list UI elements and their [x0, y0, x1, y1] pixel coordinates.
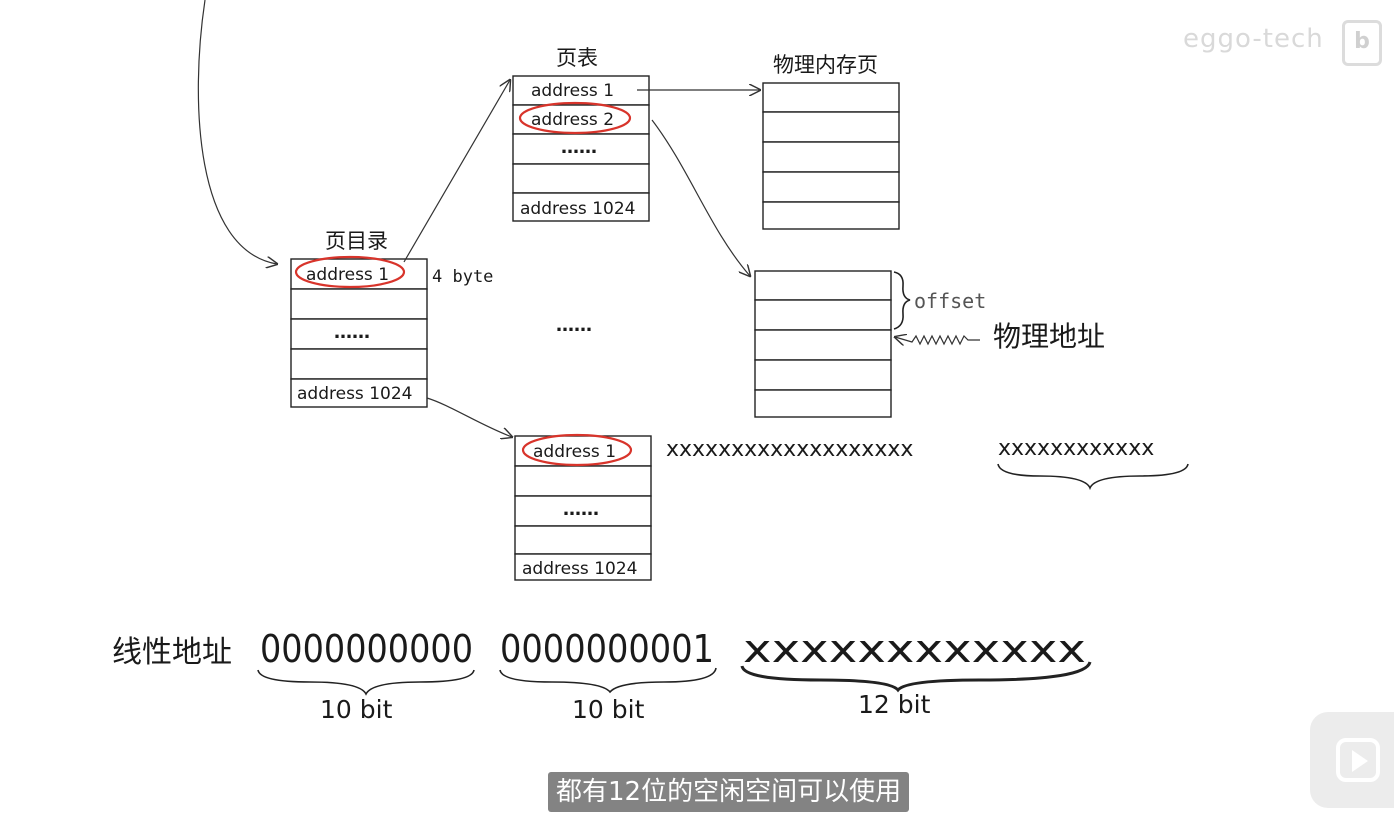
segment-2-brace: [499, 667, 717, 694]
pd-cell-2: [290, 288, 428, 320]
xs-right-brace: [997, 463, 1189, 491]
physical-address-label: 物理地址: [993, 320, 1105, 353]
page-table-2: address 1 …… address 1024: [514, 433, 652, 581]
xs-left: xxxxxxxxxxxxxxxxxxx: [666, 437, 913, 462]
mem-cell-1: [754, 270, 892, 301]
mem-cell-4: [754, 359, 892, 391]
segment-2-width: 10 bit: [572, 695, 645, 724]
entry-size-label: 4 byte: [432, 267, 493, 287]
pt2-highlight-circle: [521, 433, 633, 467]
pt2-entry-5: address 1024: [522, 559, 637, 579]
middle-ellipsis: ……: [556, 315, 592, 336]
pd-cell-5: [290, 378, 428, 408]
pd-highlight-circle: [294, 255, 406, 289]
segment-3-width: 12 bit: [858, 690, 931, 719]
pd-entry-3: ……: [334, 322, 370, 343]
play-button[interactable]: [1310, 712, 1394, 808]
pt2-cell-5: [514, 553, 652, 581]
linear-address: 线性地址 0000000000 10 bit 0000000001 10 bit…: [112, 627, 1092, 724]
pd-entry-1: address 1: [306, 265, 389, 285]
physical-memory-page: 物理内存页: [762, 53, 900, 230]
segment-3-brace: [740, 661, 1092, 693]
play-icon: [1336, 738, 1380, 782]
pt1-entry-3: ……: [561, 137, 597, 158]
xs-right: xxxxxxxxxxxx: [998, 436, 1154, 461]
pd-entry-5: address 1024: [297, 384, 412, 404]
offset-label: offset: [914, 289, 986, 313]
watermark-text: eggo-tech: [1183, 24, 1324, 54]
pd-cell-4: [290, 348, 428, 380]
page-directory-title: 页目录: [325, 229, 388, 253]
segment-1-width: 10 bit: [320, 695, 393, 724]
page-directory: 页目录 address 1 …… address 1024 4 byte: [290, 229, 493, 408]
mem-top-cell-4: [762, 171, 900, 203]
segment-2-bits: 0000000001: [500, 627, 714, 671]
pt2-entry-1: address 1: [533, 442, 616, 462]
pt1-highlight-circle: [518, 101, 632, 135]
pt1-cell-4: [512, 163, 650, 194]
pt2-cell-4: [514, 525, 652, 555]
linear-address-label: 线性地址: [112, 635, 232, 670]
mem-top-cell-1: [762, 82, 900, 113]
mem-cell-2: [754, 299, 892, 331]
pd-cell-3: [290, 318, 428, 350]
mem-cell-3: [754, 329, 892, 361]
pt1-cell-3: [512, 133, 650, 165]
pt1-entry-5: address 1024: [520, 199, 635, 219]
segment-1-brace: [257, 669, 475, 696]
target-memory-page: offset 物理地址: [754, 270, 1105, 418]
page-table-title: 页表: [556, 46, 598, 70]
physical-memory-title: 物理内存页: [773, 53, 878, 77]
bilibili-logo-icon: b: [1342, 20, 1382, 66]
offset-brace: [893, 271, 911, 330]
pt1-entry-1: address 1: [531, 81, 614, 101]
segment-1-bits: 0000000000: [260, 627, 473, 671]
segment-3-bits: xxxxxxxxxxxx: [743, 627, 1086, 671]
pt2-cell-2: [514, 465, 652, 497]
mem-top-cell-5: [762, 201, 900, 230]
pt2-entry-3: ……: [563, 499, 599, 520]
pd-to-pt1-arrow: [403, 80, 510, 263]
pd-to-pt2-arrow: [426, 397, 512, 437]
pt1-cell-1: [512, 75, 650, 106]
mem-cell-5: [754, 389, 892, 418]
pt2-cell-3: [514, 495, 652, 527]
pt1-row2-arrow: [651, 119, 750, 276]
physical-address-arrow: [895, 336, 980, 344]
page-table-1: 页表 address 1 address 2 …… address 1024: [512, 46, 650, 222]
mem-top-cell-2: [762, 111, 900, 143]
cr3-arrow: [197, 0, 277, 264]
pt1-entry-2: address 2: [531, 110, 614, 130]
pt1-cell-5: [512, 192, 650, 222]
mem-top-cell-3: [762, 141, 900, 173]
subtitle-caption: 都有12位的空闲空间可以使用: [548, 772, 910, 812]
